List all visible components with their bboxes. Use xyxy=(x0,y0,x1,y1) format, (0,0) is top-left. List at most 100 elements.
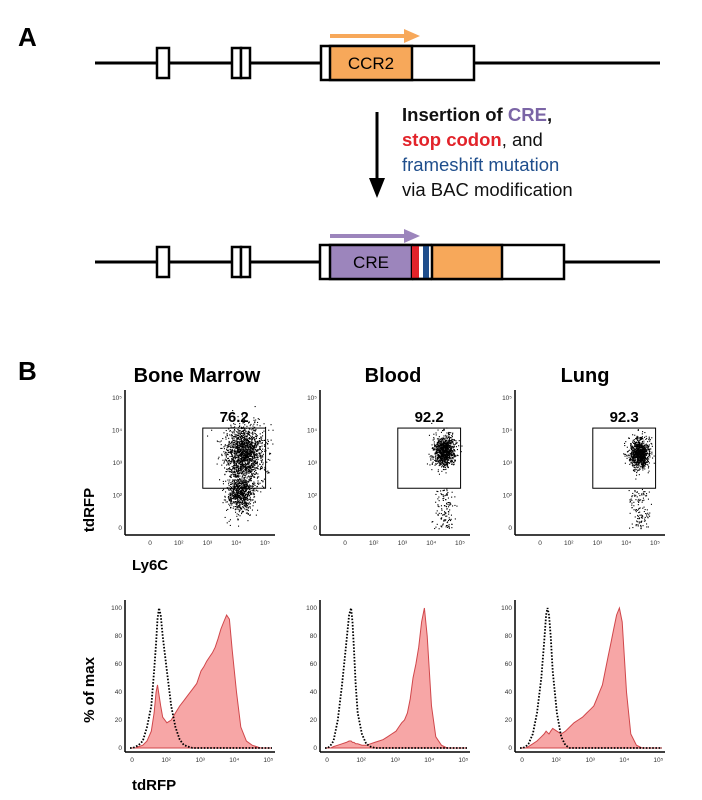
event-dot xyxy=(631,446,633,448)
event-dot xyxy=(636,472,638,474)
event-dot xyxy=(242,500,244,502)
event-dot xyxy=(234,465,236,467)
event-dot xyxy=(248,434,250,436)
event-dot xyxy=(233,432,235,434)
caption-frameshift-text: frameshift mutation xyxy=(402,154,559,175)
event-dot xyxy=(244,429,246,431)
event-dot xyxy=(228,500,230,502)
event-dot xyxy=(637,439,639,441)
event-dot xyxy=(260,452,262,454)
event-dot xyxy=(251,499,253,501)
event-dot xyxy=(243,491,245,493)
event-dot xyxy=(639,457,641,459)
event-dot xyxy=(225,452,227,454)
event-dot xyxy=(446,488,448,490)
event-dot xyxy=(250,445,252,447)
event-dot xyxy=(253,458,255,460)
histogram-y-tick-label: 100 xyxy=(306,605,317,612)
event-dot xyxy=(245,473,247,475)
event-dot xyxy=(439,451,441,453)
event-dot xyxy=(640,452,642,454)
event-dot xyxy=(448,446,450,448)
event-dot xyxy=(260,436,262,438)
event-dot xyxy=(451,449,453,451)
event-dot xyxy=(235,481,237,483)
event-dot xyxy=(235,456,237,458)
event-dot xyxy=(226,522,228,524)
event-dot xyxy=(270,439,272,441)
event-dot xyxy=(643,454,645,456)
event-dot xyxy=(636,467,638,469)
event-dot xyxy=(246,448,248,450)
event-dot xyxy=(245,469,247,471)
event-dot xyxy=(631,454,633,456)
dot-plot-y-tick-label: 10² xyxy=(503,493,513,500)
event-dot xyxy=(246,485,248,487)
event-dot xyxy=(228,493,230,495)
event-dot xyxy=(448,443,450,445)
event-dot xyxy=(252,485,254,487)
event-dot xyxy=(232,459,234,461)
event-dot xyxy=(233,452,235,454)
event-dot xyxy=(448,438,450,440)
event-dot xyxy=(251,437,253,439)
event-dot xyxy=(251,466,253,468)
event-dot xyxy=(629,458,631,460)
event-dot xyxy=(245,497,247,499)
event-dot xyxy=(642,447,644,449)
event-dot xyxy=(225,451,227,453)
event-dot xyxy=(635,509,637,511)
event-dot xyxy=(262,462,264,464)
event-dot xyxy=(226,448,228,450)
event-dot xyxy=(636,460,638,462)
event-dot xyxy=(442,459,444,461)
event-dot xyxy=(267,472,269,474)
event-dot xyxy=(454,439,456,441)
event-dot xyxy=(245,466,247,468)
event-dot xyxy=(446,446,448,448)
event-dot xyxy=(637,524,639,526)
event-dot xyxy=(235,440,237,442)
event-dot xyxy=(244,453,246,455)
event-dot xyxy=(242,430,244,432)
event-dot xyxy=(250,453,252,455)
event-dot xyxy=(230,471,232,473)
event-dot xyxy=(243,477,245,479)
event-dot xyxy=(230,500,232,502)
event-dot xyxy=(254,429,256,431)
event-dot xyxy=(237,464,239,466)
event-dot xyxy=(229,445,231,447)
event-dot xyxy=(242,497,244,499)
event-dot xyxy=(242,436,244,438)
event-dot xyxy=(234,454,236,456)
event-dot xyxy=(639,511,641,513)
event-dot xyxy=(437,458,439,460)
event-dot xyxy=(443,460,445,462)
event-dot xyxy=(246,483,248,485)
event-dot xyxy=(235,503,237,505)
event-dot xyxy=(631,447,633,449)
event-dot xyxy=(445,458,447,460)
event-dot xyxy=(636,474,638,476)
event-dot xyxy=(440,493,442,495)
event-dot xyxy=(239,439,241,441)
event-dot xyxy=(431,456,433,458)
dot-plot-y-tick-label: 10² xyxy=(308,493,318,500)
event-dot xyxy=(444,446,446,448)
event-dot xyxy=(442,437,444,439)
event-dot xyxy=(434,447,436,449)
event-dot xyxy=(440,442,442,444)
event-dot xyxy=(246,495,248,497)
dot-plot-x-tick-label: 0 xyxy=(343,540,347,547)
event-dot xyxy=(253,494,255,496)
event-dot xyxy=(248,480,250,482)
event-dot xyxy=(447,442,449,444)
event-dot xyxy=(431,469,433,471)
event-dot xyxy=(641,514,643,516)
event-dot xyxy=(642,455,644,457)
event-dot xyxy=(444,469,446,471)
event-dot xyxy=(647,448,649,450)
event-dot xyxy=(246,489,248,491)
event-dot xyxy=(248,484,250,486)
event-dot xyxy=(244,465,246,467)
